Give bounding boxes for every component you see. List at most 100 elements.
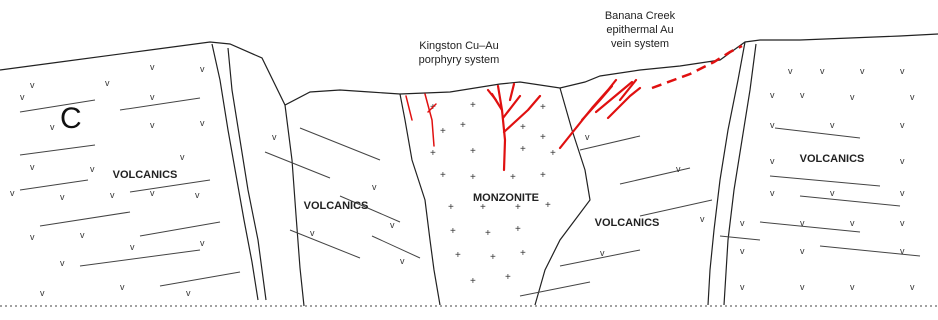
svg-text:+: + bbox=[440, 170, 446, 181]
svg-text:v: v bbox=[830, 120, 835, 130]
svg-text:+: + bbox=[455, 250, 461, 261]
svg-text:+: + bbox=[470, 276, 476, 287]
unit-label-volcanics-right: VOLCANICS bbox=[800, 153, 865, 165]
porphyry-label-line2: porphyry system bbox=[419, 54, 500, 66]
svg-text:+: + bbox=[540, 170, 546, 181]
svg-text:+: + bbox=[440, 126, 446, 137]
svg-text:v: v bbox=[195, 190, 200, 200]
svg-text:+: + bbox=[545, 200, 551, 211]
monzonite-contact bbox=[400, 94, 440, 305]
svg-text:+: + bbox=[550, 148, 556, 159]
svg-text:v: v bbox=[770, 120, 775, 130]
svg-text:v: v bbox=[900, 246, 905, 256]
left-fault bbox=[212, 44, 258, 300]
svg-text:v: v bbox=[150, 120, 155, 130]
svg-text:+: + bbox=[510, 172, 516, 183]
svg-text:v: v bbox=[800, 218, 805, 228]
svg-text:v: v bbox=[10, 188, 15, 198]
svg-text:+: + bbox=[470, 146, 476, 157]
svg-text:v: v bbox=[800, 246, 805, 256]
svg-text:v: v bbox=[850, 92, 855, 102]
svg-text:+: + bbox=[505, 272, 511, 283]
svg-text:v: v bbox=[120, 282, 125, 292]
svg-text:v: v bbox=[186, 288, 191, 298]
svg-text:v: v bbox=[860, 66, 865, 76]
svg-text:v: v bbox=[130, 242, 135, 252]
unit-label-monzonite: MONZONITE bbox=[473, 192, 539, 204]
svg-text:v: v bbox=[105, 78, 110, 88]
svg-text:v: v bbox=[770, 90, 775, 100]
svg-text:v: v bbox=[30, 232, 35, 242]
svg-text:v: v bbox=[900, 156, 905, 166]
svg-text:+: + bbox=[490, 252, 496, 263]
svg-text:v: v bbox=[60, 192, 65, 202]
svg-text:+: + bbox=[430, 148, 436, 159]
svg-text:v: v bbox=[700, 214, 705, 224]
svg-text:v: v bbox=[900, 188, 905, 198]
svg-text:v: v bbox=[830, 188, 835, 198]
svg-text:v: v bbox=[740, 246, 745, 256]
svg-text:+: + bbox=[520, 248, 526, 259]
svg-text:+: + bbox=[485, 228, 491, 239]
svg-text:v: v bbox=[900, 120, 905, 130]
svg-text:v: v bbox=[585, 132, 590, 142]
svg-text:v: v bbox=[30, 80, 35, 90]
svg-text:+: + bbox=[540, 102, 546, 113]
svg-text:v: v bbox=[20, 92, 25, 102]
svg-text:v: v bbox=[50, 122, 55, 132]
svg-text:v: v bbox=[820, 66, 825, 76]
svg-text:+: + bbox=[515, 224, 521, 235]
left-fault-secondary bbox=[228, 48, 266, 300]
svg-text:v: v bbox=[272, 132, 277, 142]
svg-text:v: v bbox=[150, 62, 155, 72]
svg-text:v: v bbox=[80, 230, 85, 240]
svg-text:v: v bbox=[372, 182, 377, 192]
svg-text:+: + bbox=[460, 120, 466, 131]
epithermal-label-line3: vein system bbox=[611, 38, 669, 50]
svg-text:v: v bbox=[200, 238, 205, 248]
unit-label-volcanics-right-lower: VOLCANICS bbox=[595, 217, 660, 229]
svg-text:+: + bbox=[448, 202, 454, 213]
svg-text:+: + bbox=[450, 226, 456, 237]
svg-text:v: v bbox=[90, 164, 95, 174]
bedding-center bbox=[265, 128, 420, 258]
svg-text:v: v bbox=[910, 92, 915, 102]
svg-text:+: + bbox=[470, 172, 476, 183]
unit-label-volcanics-left: VOLCANICS bbox=[113, 169, 178, 181]
graben-floor-left bbox=[285, 105, 304, 306]
svg-text:v: v bbox=[740, 218, 745, 228]
svg-text:v: v bbox=[600, 248, 605, 258]
svg-text:v: v bbox=[900, 218, 905, 228]
svg-text:v: v bbox=[800, 90, 805, 100]
svg-text:+: + bbox=[520, 122, 526, 133]
bedding-right-outer bbox=[720, 128, 920, 256]
svg-text:v: v bbox=[40, 288, 45, 298]
bedding-right-inner bbox=[520, 136, 712, 296]
svg-text:v: v bbox=[400, 256, 405, 266]
svg-text:v: v bbox=[850, 218, 855, 228]
svg-text:v: v bbox=[788, 66, 793, 76]
porphyry-label-line1: Kingston Cu–Au bbox=[419, 40, 499, 52]
svg-text:v: v bbox=[180, 152, 185, 162]
svg-text:v: v bbox=[800, 282, 805, 292]
svg-text:v: v bbox=[740, 282, 745, 292]
svg-text:v: v bbox=[200, 64, 205, 74]
epithermal-label-line1: Banana Creek bbox=[605, 10, 676, 22]
right-fault-secondary bbox=[724, 44, 756, 305]
svg-text:v: v bbox=[910, 282, 915, 292]
svg-text:v: v bbox=[110, 190, 115, 200]
unit-label-volcanics-center: VOLCANICS bbox=[304, 200, 369, 212]
svg-text:v: v bbox=[390, 220, 395, 230]
svg-text:+: + bbox=[520, 144, 526, 155]
svg-text:v: v bbox=[770, 156, 775, 166]
svg-text:v: v bbox=[60, 258, 65, 268]
epithermal-label-line2: epithermal Au bbox=[606, 24, 673, 36]
svg-text:v: v bbox=[900, 66, 905, 76]
svg-text:+: + bbox=[540, 132, 546, 143]
svg-text:+: + bbox=[470, 100, 476, 111]
svg-text:v: v bbox=[310, 228, 315, 238]
svg-text:v: v bbox=[150, 188, 155, 198]
svg-text:v: v bbox=[30, 162, 35, 172]
svg-text:v: v bbox=[200, 118, 205, 128]
